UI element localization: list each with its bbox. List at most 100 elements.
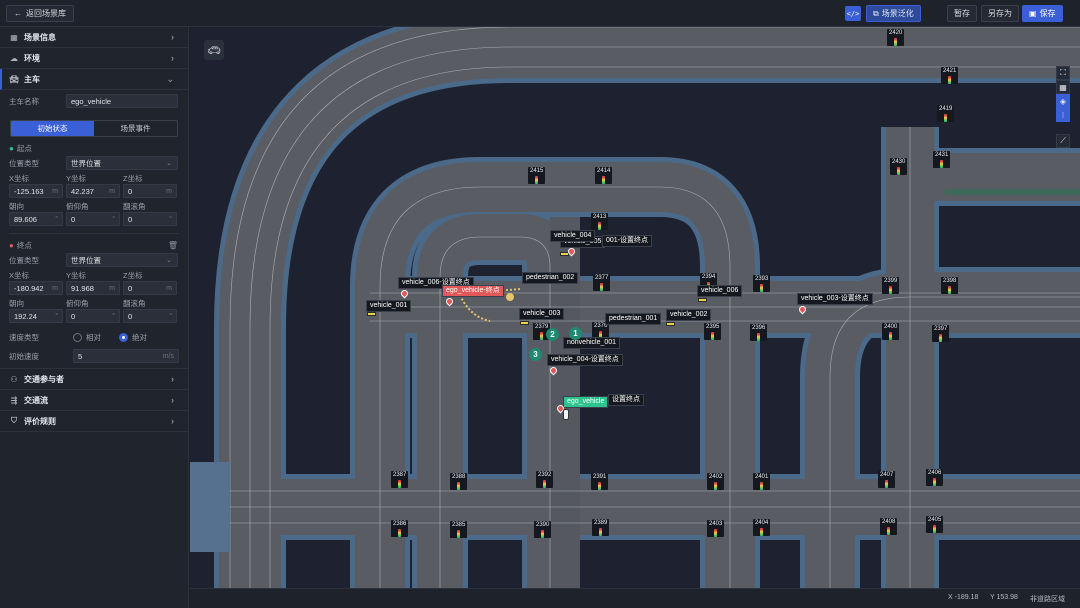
fit-view-icon[interactable]: ⛶ [1056, 66, 1070, 80]
junction-id-label[interactable]: 2402 [707, 473, 725, 490]
tab-initial-state[interactable]: 初始状态 [11, 121, 94, 136]
junction-id-label[interactable]: 2420 [887, 29, 905, 46]
start-angle-labels: 朝向 俯仰角 翻滚角 [0, 201, 188, 211]
section-ego[interactable]: 🚘︎ 主车 ⌄ [0, 69, 188, 90]
junction-id-label[interactable]: 2377 [593, 274, 611, 291]
vehicle-004-end-label[interactable]: vehicle_004-设置终点 [547, 354, 623, 366]
save-as-button[interactable]: 另存为 [981, 5, 1019, 22]
vehicle-006-label[interactable]: vehicle_006 [697, 285, 743, 297]
path-waypoint[interactable] [506, 293, 514, 301]
junction-id-label[interactable]: 2431 [933, 151, 951, 168]
code-view-button[interactable]: </> [845, 6, 861, 21]
junction-id-label[interactable]: 2406 [926, 469, 944, 486]
vehicle-icon[interactable] [666, 322, 675, 326]
junction-id-label[interactable]: 2414 [595, 167, 613, 184]
section-environment[interactable]: ☁ 环境 › [0, 48, 188, 69]
vehicle-003-end-label[interactable]: vehicle_003-设置终点 [797, 293, 873, 305]
junction-id-label[interactable]: 2403 [707, 520, 725, 537]
vehicle-004-label[interactable]: vehicle_004 [550, 230, 596, 242]
junction-id-label[interactable]: 2404 [753, 519, 771, 536]
junction-id-label[interactable]: 2408 [880, 518, 898, 535]
vehicle-icon[interactable] [698, 298, 707, 302]
save-button[interactable]: ▣ 保存 [1022, 5, 1063, 22]
tab-scene-events[interactable]: 场景事件 [120, 124, 151, 133]
section-eval-rules[interactable]: ⛉ 评价规则 › [0, 411, 188, 432]
junction-id-label[interactable]: 2392 [536, 471, 554, 488]
junction-id-label[interactable]: 2430 [890, 158, 908, 175]
junction-id-label[interactable]: 2376 [592, 322, 610, 339]
pin-tool-icon[interactable]: ◈ [1056, 94, 1070, 108]
event-marker-3[interactable]: 3 [529, 348, 542, 361]
start-position-type-row: 位置类型 世界位置⌄ [0, 155, 188, 171]
junction-id-label[interactable]: 2388 [450, 473, 468, 490]
start-pitch-input[interactable]: 0° [66, 212, 120, 226]
speed-relative-radio[interactable]: 相对 [73, 332, 119, 343]
start-position-type-select[interactable]: 世界位置⌄ [66, 156, 178, 170]
end-heading-input[interactable]: 192.24° [9, 309, 63, 323]
junction-id-label[interactable]: 2386 [391, 520, 409, 537]
chevron-down-icon: ⌄ [166, 74, 174, 84]
junction-id-label[interactable]: 2397 [932, 325, 950, 342]
pedestrian-002-label[interactable]: pedestrian_002 [522, 272, 579, 284]
junction-id-label[interactable]: 2399 [882, 277, 900, 294]
traffic-light-icon [457, 530, 461, 538]
end-position-type-select[interactable]: 世界位置⌄ [66, 253, 178, 267]
ego-vehicle-label[interactable]: ego_vehicle [563, 396, 609, 408]
start-heading-input[interactable]: 89.606° [9, 212, 63, 226]
vehicle-001-label[interactable]: vehicle_001 [366, 300, 412, 312]
ego-car-icon[interactable] [563, 409, 569, 420]
event-marker-2[interactable]: 2 [546, 328, 559, 341]
junction-id-label[interactable]: 2413 [591, 213, 609, 230]
section-participants[interactable]: ⚇ 交通参与者 › [0, 369, 188, 390]
junction-id-label[interactable]: 2415 [528, 167, 546, 184]
back-to-library-button[interactable]: ← 返回场景库 [6, 5, 74, 22]
ruler-icon[interactable]: ⟋ [1056, 134, 1070, 148]
vehicle-002-label[interactable]: vehicle_002 [666, 309, 712, 321]
start-roll-input[interactable]: 0° [123, 212, 177, 226]
junction-id-label[interactable]: 2400 [882, 323, 900, 340]
junction-id-label[interactable]: 2393 [753, 275, 771, 292]
trash-icon[interactable]: 🗑︎ [167, 240, 178, 250]
junction-id-label[interactable]: 2389 [592, 519, 610, 536]
junction-id-label[interactable]: 2395 [704, 323, 722, 340]
section-scene-info[interactable]: ▦ 场景信息 › [0, 27, 188, 48]
junction-id-label[interactable]: 2419 [937, 105, 955, 122]
pedestrian-001-label[interactable]: pedestrian_001 [605, 313, 662, 325]
add-vehicle-button[interactable]: 🚗︎ [204, 40, 224, 60]
traffic-light-icon[interactable]: ⁝ [1056, 108, 1070, 122]
vehicle-003-label[interactable]: vehicle_003 [519, 308, 565, 320]
junction-id-label[interactable]: 2405 [926, 516, 944, 533]
temp-save-button[interactable]: 暂存 [947, 5, 977, 22]
vehicle-icon[interactable] [520, 321, 529, 325]
junction-id-label[interactable]: 2398 [941, 277, 959, 294]
junction-id-label[interactable]: 2385 [450, 521, 468, 538]
vehicle-001-end-label[interactable]: 001-设置终点 [602, 235, 653, 247]
section-traffic-flow[interactable]: ⇶ 交通流 › [0, 390, 188, 411]
end-pitch-input[interactable]: 0° [66, 309, 120, 323]
junction-id-label[interactable]: 2407 [878, 471, 896, 488]
ego-end-label[interactable]: ego_vehicle-终点 [442, 285, 504, 297]
end-roll-input[interactable]: 0° [123, 309, 177, 323]
grid-icon[interactable]: ▦ [1056, 80, 1070, 94]
speed-absolute-radio[interactable]: 绝对 [119, 332, 147, 343]
junction-id-label[interactable]: 2401 [753, 473, 771, 490]
nonvehicle-001-label[interactable]: nonvehicle_001 [563, 337, 621, 349]
junction-id-label[interactable]: 2391 [591, 473, 609, 490]
ego-name-input[interactable]: ego_vehicle [66, 94, 178, 108]
event-marker-1[interactable]: 1 [569, 327, 582, 340]
junction-id-label[interactable]: 2396 [750, 324, 768, 341]
junction-id-label[interactable]: 2390 [534, 521, 552, 538]
junction-id-label[interactable]: 2421 [941, 67, 959, 84]
scene-generalize-button[interactable]: ⧉ 场景泛化 [866, 5, 921, 22]
junction-id-label[interactable]: 2387 [391, 471, 409, 488]
hidden-end-label[interactable]: 设置终点 [608, 394, 644, 406]
vehicle-icon[interactable] [367, 312, 376, 316]
